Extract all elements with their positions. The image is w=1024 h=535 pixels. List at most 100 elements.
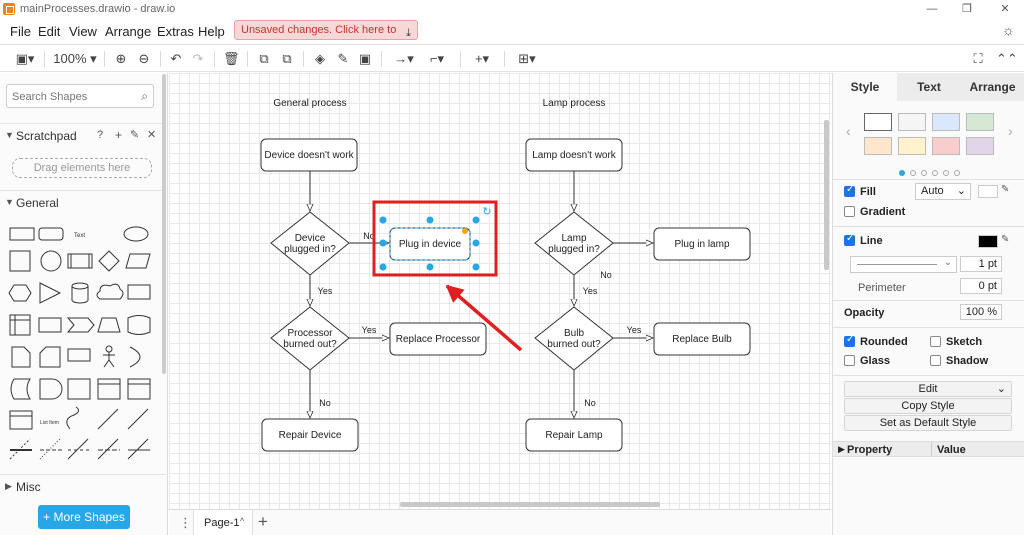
add-icon[interactable]: + <box>115 128 123 142</box>
rounded-checkbox[interactable] <box>844 334 855 347</box>
shape-arrow <box>127 408 149 430</box>
sidebar-scrollbar[interactable] <box>162 74 166 374</box>
insert-icon[interactable]: +▾ <box>474 51 490 66</box>
fill-checkbox[interactable] <box>844 184 855 197</box>
general-header[interactable]: ▼ General <box>0 190 166 214</box>
fullscreen-icon[interactable]: ⛶ <box>973 51 983 66</box>
edit-style-button[interactable]: Edit ⌄ <box>844 381 1012 397</box>
zoom-in-icon[interactable]: ⊕ <box>115 51 127 66</box>
shape-cube <box>38 317 62 333</box>
shadow-checkbox[interactable] <box>930 355 941 366</box>
theme-icon[interactable]: ☼ <box>1002 22 1015 38</box>
perimeter-field[interactable]: 0 pt <box>960 278 1002 294</box>
edit-icon[interactable]: ✎ <box>130 129 140 141</box>
style-swatch[interactable] <box>898 113 926 131</box>
search-input[interactable] <box>12 89 132 104</box>
divider <box>833 300 1024 301</box>
shadow-icon[interactable]: ▣ <box>358 51 372 66</box>
unsaved-changes-button[interactable]: Unsaved changes. Click here to save. ⤓ <box>234 20 418 54</box>
menu-extras[interactable]: Extras <box>157 24 194 39</box>
style-swatch[interactable] <box>864 113 892 131</box>
tab-style[interactable]: Style <box>833 73 897 101</box>
toolbar-divider <box>247 51 248 67</box>
gradient-checkbox[interactable] <box>844 206 855 217</box>
fill-type-select[interactable]: Auto ⌄ <box>915 183 971 200</box>
panel-toggle-icon[interactable]: ▣▾ <box>15 51 35 66</box>
fill-color-swatch[interactable] <box>978 185 998 198</box>
set-default-style-button[interactable]: Set as Default Style <box>844 415 1012 431</box>
glass-checkbox[interactable] <box>844 355 855 366</box>
corner-resize-handle[interactable] <box>462 228 468 234</box>
menu-view[interactable]: View <box>69 24 97 39</box>
style-swatch[interactable] <box>898 137 926 155</box>
line-checkbox[interactable] <box>844 233 855 246</box>
help-icon[interactable]: ? <box>97 129 104 141</box>
scratchpad-dropzone[interactable]: Drag elements here <box>12 158 152 178</box>
style-swatch[interactable] <box>864 137 892 155</box>
lamp-end-node[interactable] <box>525 418 623 452</box>
more-shapes-button[interactable]: + More Shapes <box>38 505 130 529</box>
search-box[interactable]: ⌕ <box>6 84 154 108</box>
general-end-node[interactable] <box>261 418 359 452</box>
search-icon[interactable]: ⌕ <box>141 89 148 103</box>
copy-style-button[interactable]: Copy Style <box>844 398 1012 414</box>
to-front-icon[interactable]: ⧉ <box>259 51 269 66</box>
chevron-right-icon[interactable]: › <box>1008 123 1013 139</box>
line-width-field[interactable]: 1 pt <box>960 256 1002 272</box>
style-swatch[interactable] <box>966 137 994 155</box>
line-pattern-select[interactable]: ⌄ <box>850 256 957 273</box>
table-icon[interactable]: ⊞▾ <box>518 51 536 66</box>
style-swatch[interactable] <box>932 113 960 131</box>
opacity-field[interactable]: 100 % <box>960 304 1002 320</box>
shape-trapezoid <box>97 317 121 333</box>
pages-menu-icon[interactable]: ⋮ <box>179 515 192 530</box>
zoom-out-icon[interactable]: ⊖ <box>138 51 150 66</box>
rotate-icon[interactable]: ↻ <box>482 206 491 218</box>
selection-outline <box>389 227 471 261</box>
line-color-icon[interactable]: ✎ <box>337 51 349 66</box>
redo-icon[interactable]: ↷ <box>192 51 204 66</box>
restore-icon[interactable]: ❐ <box>962 3 972 15</box>
menu-edit[interactable]: Edit <box>38 24 61 39</box>
lamp-action1-node[interactable] <box>653 227 751 261</box>
delete-icon[interactable]: 🗑 <box>223 51 240 66</box>
zoom-dropdown[interactable]: 100% ▾ <box>53 51 97 66</box>
chevron-left-icon[interactable]: ‹ <box>846 123 851 139</box>
connection-style-icon[interactable]: →▾ <box>394 51 414 66</box>
tab-arrange[interactable]: Arrange <box>961 73 1024 101</box>
eyedropper-icon[interactable]: ✎ <box>1001 234 1010 245</box>
undo-icon[interactable]: ↶ <box>170 51 182 66</box>
shape-ellipse <box>123 226 149 242</box>
line-color-swatch[interactable] <box>978 235 998 248</box>
eyedropper-icon[interactable]: ✎ <box>1001 184 1010 195</box>
menu-arrange[interactable]: Arrange <box>105 24 152 39</box>
general-action2-node[interactable] <box>389 322 487 356</box>
canvas-vertical-scrollbar[interactable] <box>824 120 829 270</box>
minimize-icon[interactable]: — <box>926 3 938 15</box>
style-swatch[interactable] <box>966 113 994 131</box>
page-tab[interactable]: Page-1 ^ <box>193 510 253 535</box>
style-swatch[interactable] <box>932 137 960 155</box>
waypoint-style-icon[interactable]: ⌐▾ <box>429 51 445 66</box>
lamp-process-title: Lamp process <box>543 98 606 109</box>
fill-color-icon[interactable]: ◈ <box>315 51 325 66</box>
collapse-icon[interactable]: ⌃⌃ <box>996 51 1018 66</box>
chevron-right-icon[interactable]: ▶ <box>838 444 845 454</box>
add-page-icon[interactable]: + <box>258 512 268 531</box>
scratchpad-header[interactable]: ▼ Scratchpad ? + ✎ ✕ <box>0 123 166 147</box>
misc-header[interactable]: ▶ Misc <box>0 474 166 498</box>
canvas-horizontal-scrollbar[interactable] <box>400 502 660 507</box>
to-back-icon[interactable]: ⧉ <box>282 51 292 66</box>
menu-file[interactable]: File <box>10 24 31 39</box>
general-start-node[interactable] <box>260 138 358 172</box>
sketch-checkbox[interactable] <box>930 336 941 347</box>
general-action2-label: Replace Processor <box>396 334 481 345</box>
close-icon[interactable]: ✕ <box>1000 3 1010 15</box>
tab-text[interactable]: Text <box>897 73 961 101</box>
shape-list-item: List Item <box>40 420 59 426</box>
lamp-action2-node[interactable] <box>653 322 751 356</box>
menu-help[interactable]: Help <box>198 24 225 39</box>
diagram-canvas[interactable]: General process Lamp process Device does… <box>169 73 831 509</box>
close-icon[interactable]: ✕ <box>147 129 157 141</box>
